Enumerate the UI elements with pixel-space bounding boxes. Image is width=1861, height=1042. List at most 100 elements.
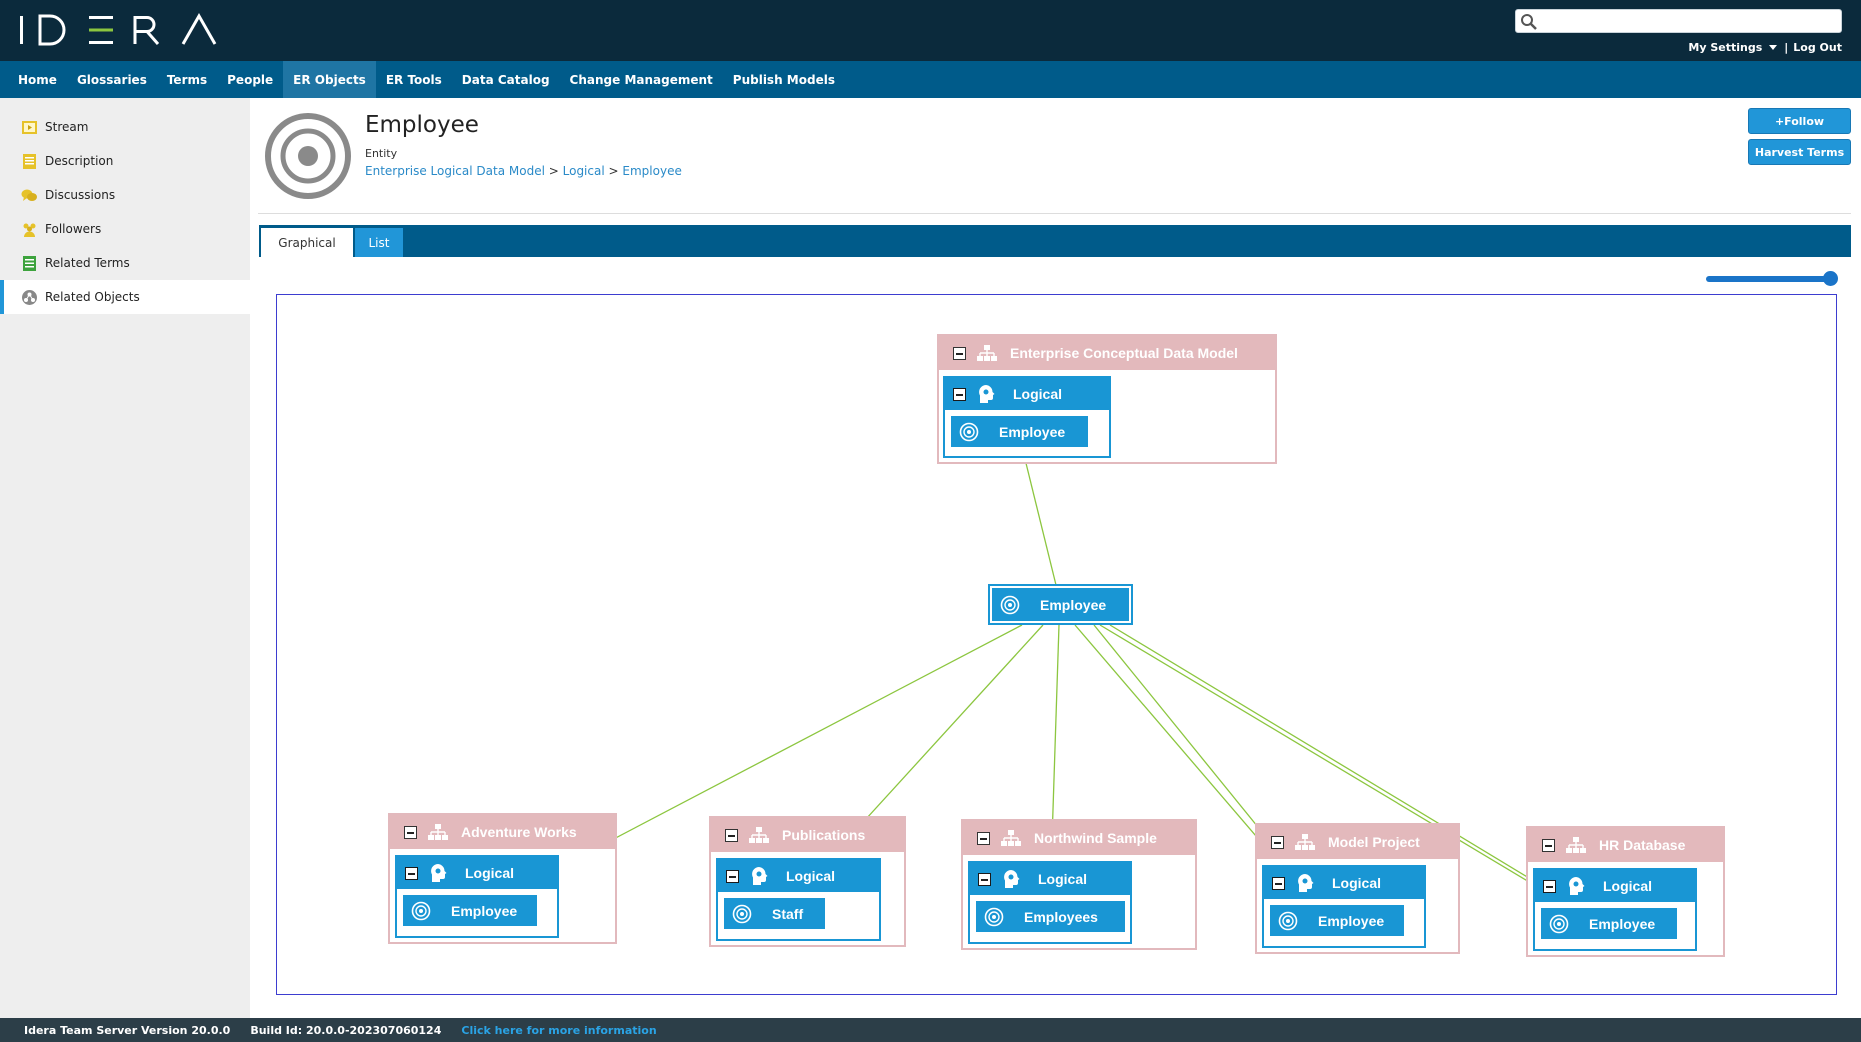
submodel-name: Logical (1038, 871, 1088, 887)
model-name: Northwind Sample (1034, 830, 1157, 846)
model-box-adventure-works[interactable]: Adventure Works Logical Employee (388, 813, 617, 944)
page-title: Employee (365, 112, 479, 138)
breadcrumb-entity-link[interactable]: Employee (622, 164, 682, 178)
nav-change-management[interactable]: Change Management (569, 72, 713, 87)
sidebar-item-label: Followers (45, 222, 102, 236)
model-box-model-project[interactable]: Model Project Logical Employee (1255, 823, 1460, 954)
collapse-toggle[interactable] (405, 866, 418, 880)
search-input[interactable] (1542, 12, 1837, 30)
collapse-toggle[interactable] (1272, 876, 1285, 890)
search-box[interactable] (1515, 9, 1842, 33)
submodel-header: Logical (945, 378, 1109, 410)
breadcrumb-submodel-link[interactable]: Logical (562, 164, 605, 178)
model-name: Enterprise Conceptual Data Model (1010, 345, 1238, 361)
discussions-icon (21, 189, 37, 201)
entity-name: Employee (451, 902, 518, 919)
nav-people[interactable]: People (227, 72, 274, 87)
search-icon (1521, 14, 1537, 30)
sidebar-item-related-objects[interactable]: Related Objects (0, 280, 250, 314)
submodel-box[interactable]: Logical Staff (716, 858, 881, 941)
main-nav: Home Glossaries Terms People ER Objects … (0, 61, 1861, 98)
more-info-link[interactable]: Click here for more information (461, 1023, 657, 1037)
nav-glossaries[interactable]: Glossaries (76, 72, 147, 87)
collapse-toggle[interactable] (953, 387, 966, 401)
logical-head-icon (1569, 877, 1585, 895)
nav-publish-models[interactable]: Publish Models (732, 72, 835, 87)
zoom-slider-track[interactable] (1706, 276, 1830, 282)
model-box-enterprise-conceptual[interactable]: Enterprise Conceptual Data Model Logical… (937, 334, 1277, 464)
entity-target-icon (732, 904, 752, 923)
stream-icon (22, 120, 37, 134)
top-header: My Settings | Log Out (0, 0, 1861, 61)
sidebar-item-description[interactable]: Description (0, 144, 250, 178)
collapse-toggle[interactable] (1543, 879, 1556, 893)
entity-node[interactable]: Employee (403, 895, 537, 926)
nav-home[interactable]: Home (18, 72, 57, 87)
user-menu: My Settings | Log Out (1688, 41, 1842, 54)
logical-head-icon (431, 864, 447, 882)
collapse-toggle[interactable] (953, 346, 966, 360)
center-entity-node[interactable]: Employee (988, 584, 1133, 625)
nav-er-tools[interactable]: ER Tools (385, 72, 442, 87)
center-entity-name: Employee (1040, 596, 1107, 613)
entity-node[interactable]: Staff (724, 898, 825, 929)
sidebar-item-label: Description (45, 154, 114, 168)
collapse-toggle[interactable] (1271, 835, 1284, 849)
idera-logo[interactable] (18, 10, 223, 50)
sidebar-item-stream[interactable]: Stream (0, 110, 250, 144)
model-header: Model Project (1257, 825, 1458, 859)
zoom-slider-handle[interactable] (1822, 271, 1838, 286)
model-box-hr-database[interactable]: HR Database Logical Employee (1526, 826, 1725, 957)
submodel-box[interactable]: Logical Employee (1262, 865, 1426, 948)
submodel-box[interactable]: Logical Employee (943, 376, 1111, 458)
harvest-terms-button[interactable]: Harvest Terms (1748, 139, 1851, 165)
logical-head-icon (1004, 870, 1020, 888)
submodel-header: Logical (970, 863, 1130, 895)
my-settings-link[interactable]: My Settings (1688, 41, 1763, 54)
tab-list[interactable]: List (355, 228, 403, 257)
model-hierarchy-icon (1001, 830, 1021, 846)
sidebar-item-label: Discussions (45, 188, 116, 202)
submodel-header: Logical (1264, 867, 1424, 899)
entity-target-icon (1000, 595, 1020, 614)
entity-node[interactable]: Employee (951, 416, 1088, 447)
entity-target-icon (984, 907, 1004, 926)
model-box-northwind-sample[interactable]: Northwind Sample Logical Employees (961, 819, 1197, 950)
collapse-toggle[interactable] (404, 825, 417, 839)
collapse-toggle[interactable] (1542, 838, 1555, 852)
entity-node[interactable]: Employees (976, 901, 1125, 932)
entity-node[interactable]: Employee (1270, 905, 1404, 936)
nav-terms[interactable]: Terms (166, 72, 208, 87)
model-hierarchy-icon (428, 824, 448, 840)
model-box-publications[interactable]: Publications Logical Staff (709, 816, 906, 947)
tab-graphical[interactable]: Graphical (261, 228, 353, 257)
nav-er-objects[interactable]: ER Objects (283, 61, 376, 98)
model-hierarchy-icon (1566, 837, 1586, 853)
model-name: HR Database (1599, 837, 1686, 853)
entity-node[interactable]: Employee (1541, 908, 1677, 939)
entity-name: Employee (1318, 912, 1385, 929)
submodel-box[interactable]: Logical Employees (968, 861, 1132, 944)
submodel-box[interactable]: Logical Employee (395, 855, 559, 938)
entity-name: Staff (772, 905, 804, 922)
followers-icon (23, 223, 36, 237)
collapse-toggle[interactable] (978, 872, 991, 886)
sidebar-item-followers[interactable]: Followers (0, 212, 250, 246)
logical-head-icon (752, 867, 768, 885)
menu-separator: | (1784, 41, 1789, 54)
collapse-toggle[interactable] (977, 831, 990, 845)
breadcrumb-sep: > (548, 164, 559, 178)
submodel-name: Logical (1013, 386, 1063, 402)
sidebar-item-discussions[interactable]: Discussions (0, 178, 250, 212)
model-hierarchy-icon (1295, 834, 1315, 850)
breadcrumb-model-link[interactable]: Enterprise Logical Data Model (365, 164, 545, 178)
submodel-box[interactable]: Logical Employee (1533, 868, 1697, 951)
nav-data-catalog[interactable]: Data Catalog (461, 72, 550, 87)
logout-link[interactable]: Log Out (1793, 41, 1842, 54)
model-header: Northwind Sample (963, 821, 1195, 855)
follow-button[interactable]: +Follow (1748, 108, 1851, 134)
sidebar-item-related-terms[interactable]: Related Terms (0, 246, 250, 280)
chevron-down-icon[interactable] (1769, 45, 1778, 50)
collapse-toggle[interactable] (726, 869, 739, 883)
collapse-toggle[interactable] (725, 828, 738, 842)
